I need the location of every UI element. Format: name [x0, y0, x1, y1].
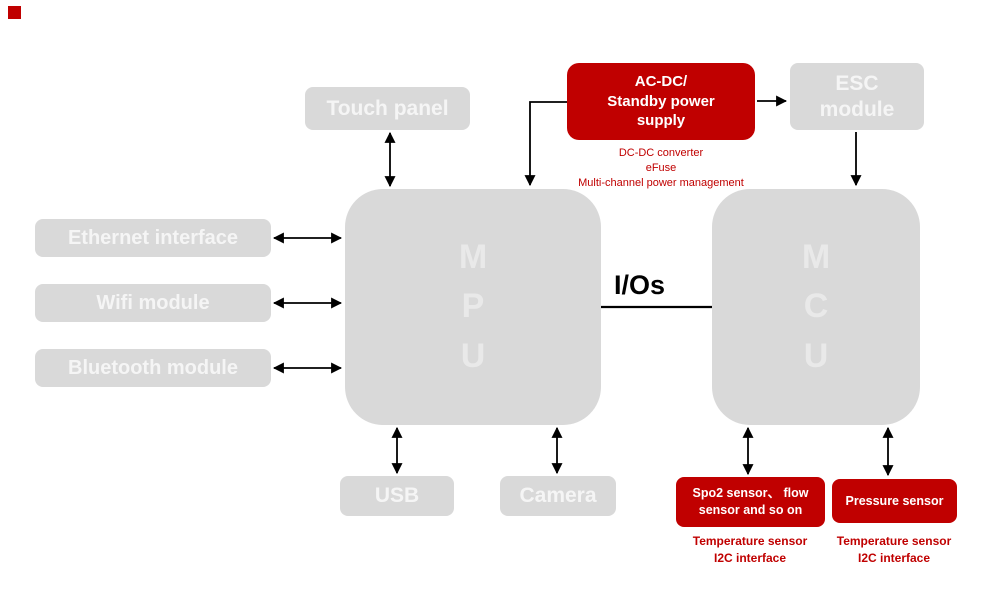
io-bus-label: I/Os: [614, 270, 666, 300]
power-supply-node: AC-DC/ Standby power supply: [567, 63, 755, 140]
bluetooth-module-node: Bluetooth module: [35, 349, 271, 387]
wifi-module-node: Wifi module: [35, 284, 271, 322]
touch-panel-node: Touch panel: [305, 87, 470, 130]
camera-node: Camera: [500, 476, 616, 516]
pressure-sensor-subtext: Temperature sensor I2C interface: [836, 534, 952, 565]
esc-module-node: ESC module: [790, 63, 924, 130]
corner-red-square: [8, 6, 21, 19]
ethernet-interface-node: Ethernet interface: [35, 219, 271, 257]
spo2-sensor-node: Spo2 sensor、 flow sensor and so on: [676, 477, 825, 527]
mpu-node: M P U: [345, 189, 601, 425]
power-supply-subtext: DC-DC converter eFuse Multi-channel powe…: [578, 147, 744, 189]
spo2-sensor-subtext: Temperature sensor I2C interface: [692, 534, 808, 565]
pressure-sensor-node: Pressure sensor: [832, 479, 957, 523]
usb-node: USB: [340, 476, 454, 516]
mcu-node: M C U: [712, 189, 920, 425]
